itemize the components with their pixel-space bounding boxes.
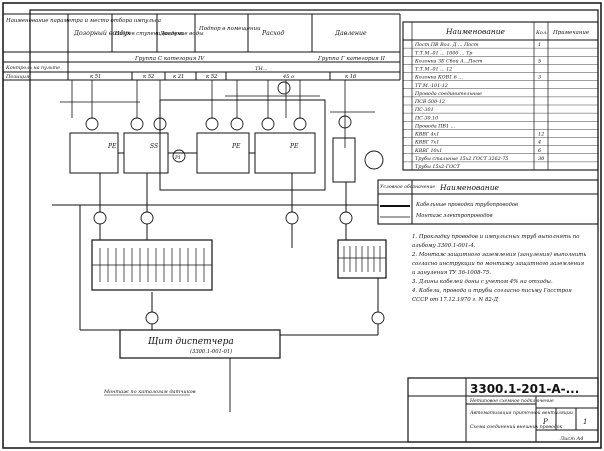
header-col-6: Давление <box>334 30 367 37</box>
note-line: 2. Монтаж защитного заземления (занулени… <box>411 251 586 258</box>
title-stage: Р <box>542 418 548 426</box>
title-bottom: Лист А4 <box>559 436 584 442</box>
spec-row-qty: 12 <box>538 132 544 138</box>
group-label-g: Группа Г категория II <box>317 56 386 62</box>
spec-row-text: Провода соединительные <box>414 91 482 97</box>
title-sheet: 1 <box>583 418 587 426</box>
legend-grid <box>377 179 599 225</box>
spec-row-text: ПС-301 <box>414 107 434 113</box>
terminal-block-left <box>91 239 213 291</box>
spec-row-text: ПС-30.10 <box>414 115 438 121</box>
spec-qty-header: Кол. <box>535 30 548 36</box>
equipment-boxes <box>69 99 356 191</box>
row-label-position: Позиция <box>5 74 29 80</box>
equip-label-4: PI <box>174 155 181 161</box>
legend-row-1: Монтаж электропроводов <box>415 213 493 219</box>
legend-header-left: Условное обозначение <box>380 183 435 190</box>
spec-row-text: Трубы 15х2-ГОСТ <box>415 163 461 170</box>
equip-label-1: SS <box>150 143 158 150</box>
dispatcher-panel <box>119 329 281 359</box>
note-line: альбому 3300.1-001-4. <box>412 242 476 249</box>
header-col-0: Наименование параметра и место отбора им… <box>5 17 161 24</box>
row-label-control: Контроль на пульте <box>5 65 60 71</box>
position-0: к 51 <box>90 74 101 80</box>
note-left: Монтаж по каталогам датчиков <box>103 389 196 395</box>
inner-frame <box>29 9 599 443</box>
spec-row-text: Колонка ЗБ Сбой А...Пост <box>414 57 483 64</box>
header-table <box>3 13 401 81</box>
equip-label-3: PE <box>289 143 299 150</box>
note-line: 4. Кабели, провода и трубы согласно пись… <box>411 287 572 294</box>
spec-row-text: Пост ПВ Вол. Д ... Пост <box>414 42 479 48</box>
spec-row-text: КВВГ 7х1 <box>414 140 439 146</box>
mid-mark-0: ТН... <box>255 66 268 72</box>
dispatcher-title: Щит диспетчера <box>148 337 234 347</box>
note-line: 3. Длины кабелей даны с учетом 4% на отх… <box>412 278 553 285</box>
note-line: 1. Прокладку проводов и импульсных труб … <box>412 233 580 240</box>
instrument-circles <box>85 81 385 325</box>
feed-lines <box>60 80 375 148</box>
spec-row-text: КВВГ 4х1 <box>414 132 439 138</box>
spec-note-header: Примечание <box>552 30 589 36</box>
header-col-3: Давление воды <box>159 31 204 37</box>
notes: 1. Прокладку проводов и импульсных труб … <box>411 233 586 303</box>
spec-row-qty: 3 <box>538 75 541 81</box>
position-4: к 16 <box>345 74 357 80</box>
header-col-5: Расход <box>261 30 285 37</box>
group-label-c: Группа С категория IV <box>134 56 205 62</box>
header-col-2: Нагрев ступени воздуха <box>114 31 183 37</box>
dispatcher-code: (3300.1-001-01) <box>190 348 232 355</box>
position-3: к 52 <box>206 74 217 80</box>
spec-row-text: ТТ.М.-101-12 <box>415 83 448 89</box>
title-desc-2: Схема соединений внешних проводок <box>470 424 562 430</box>
title-subtitle: Нетиповое схемное подключение <box>469 398 554 404</box>
legend-header-right: Наименование <box>439 183 500 192</box>
spec-row-text: КВВГ 10х1 <box>414 148 442 154</box>
title-desc-1: Автоматизация приточной вентиляции <box>469 410 573 416</box>
note-line: СССР от 17.12.1970 г. N 82-Д <box>412 297 499 303</box>
bus-lines <box>52 173 379 336</box>
legend-row-0: Кабельные проводки трубопроводов <box>415 201 518 208</box>
position-2: к 21 <box>173 74 184 80</box>
equip-label-2: PE <box>231 143 241 150</box>
spec-row-qty: 6 <box>538 148 542 154</box>
title-code: 3300.1-201-А-... <box>470 382 579 396</box>
equip-label-0: PE <box>107 143 117 150</box>
spec-row-qty: 4 <box>537 140 541 146</box>
note-line: согласно инструкции по монтажу защитного… <box>412 261 585 267</box>
mid-mark-1: 45 о <box>282 74 294 80</box>
header-col-1: Дозорный воздух <box>73 30 131 37</box>
spec-row-text: ПСВ-500-12 <box>414 99 445 105</box>
terminal-block-right <box>337 239 387 279</box>
spec-row-text: Провода ПВ1 ... <box>414 123 456 129</box>
spec-title: Наименование <box>445 27 506 36</box>
note-line: и зануления ТУ 36-1008-75. <box>412 270 491 276</box>
spec-row-qty: 30 <box>538 156 545 162</box>
spec-row-text: Т.Т.М.-01 ... 12 <box>415 67 452 73</box>
title-block-grid <box>407 377 599 443</box>
spec-row-text: Трубы стальные 15х2 ГОСТ 3262-75 <box>415 155 508 162</box>
position-1: к 52 <box>143 74 154 80</box>
spec-row-qty: 1 <box>538 42 541 48</box>
spec-row-text: Колонка КОВ1.6 ... <box>414 75 463 81</box>
header-col-4: Подпор в помещении <box>198 26 261 32</box>
spec-row-text: Т.Т.М.-01 ... 1000 ... Тр <box>415 50 472 56</box>
spec-row-qty: 5 <box>538 58 541 64</box>
spec-rows: Пост ПВ Вол. Д ... Пост 1Т.Т.М.-01 ... 10… <box>403 42 598 171</box>
